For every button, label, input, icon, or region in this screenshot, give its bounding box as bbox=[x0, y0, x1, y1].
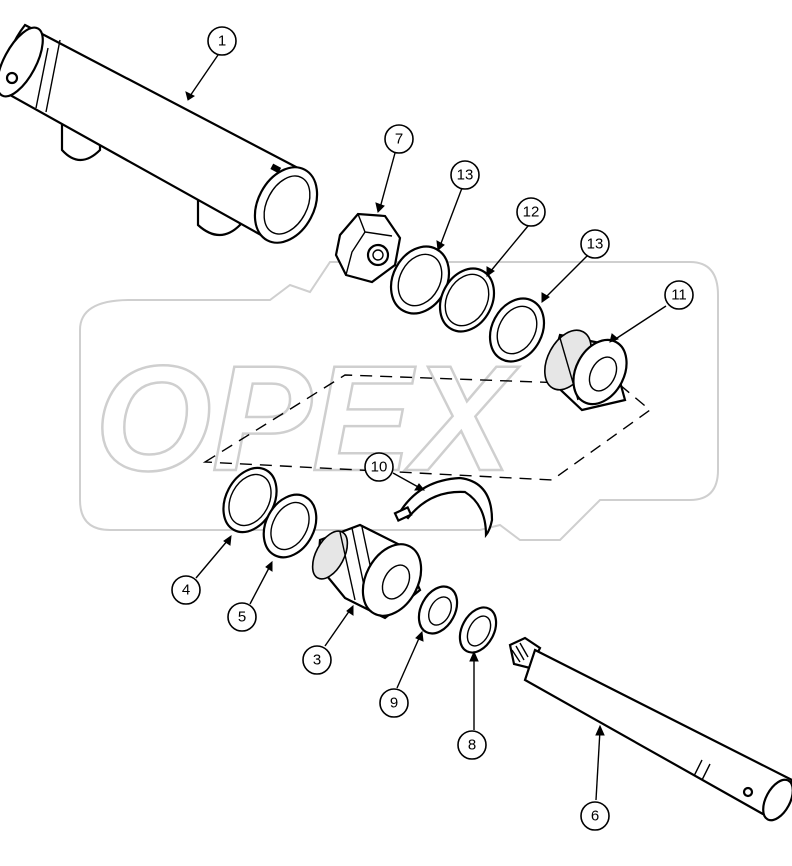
callout-1: 1 bbox=[207, 26, 237, 56]
svg-text:9: 9 bbox=[390, 695, 398, 712]
svg-text:4: 4 bbox=[182, 582, 190, 599]
callout-7: 7 bbox=[384, 124, 414, 154]
callout-13-upper: 13 bbox=[450, 160, 480, 190]
svg-text:3: 3 bbox=[313, 652, 321, 669]
piston-rod-part-6 bbox=[508, 636, 792, 822]
callout-6: 6 bbox=[580, 801, 610, 831]
svg-text:7: 7 bbox=[395, 131, 403, 148]
callout-3: 3 bbox=[302, 645, 332, 675]
backup-ring-part-5 bbox=[262, 493, 318, 559]
svg-text:13: 13 bbox=[457, 167, 474, 184]
piston-part-11 bbox=[544, 329, 628, 412]
callout-13-lower: 13 bbox=[580, 229, 610, 259]
watermark-text: OPEX bbox=[95, 334, 520, 502]
hex-nut-part-7 bbox=[334, 212, 402, 284]
callout-8: 8 bbox=[457, 730, 487, 760]
svg-text:8: 8 bbox=[468, 737, 476, 754]
svg-text:10: 10 bbox=[371, 459, 388, 476]
leader-lines bbox=[185, 54, 667, 801]
svg-text:13: 13 bbox=[587, 236, 604, 253]
callout-12: 12 bbox=[516, 197, 546, 227]
rod-gland-part-3 bbox=[311, 523, 423, 620]
backup-ring-part-13-lower bbox=[488, 297, 546, 363]
bushing-part-9 bbox=[417, 585, 459, 635]
callout-10: 10 bbox=[364, 452, 394, 482]
svg-text:6: 6 bbox=[591, 808, 599, 825]
svg-text:11: 11 bbox=[671, 287, 687, 304]
callout-5: 5 bbox=[227, 602, 257, 632]
callout-4: 4 bbox=[171, 575, 201, 605]
oring-part-12 bbox=[438, 267, 496, 333]
wiper-seal-part-8 bbox=[458, 606, 498, 654]
callout-9: 9 bbox=[379, 688, 409, 718]
callout-11: 11 bbox=[664, 280, 694, 310]
svg-text:12: 12 bbox=[523, 204, 540, 221]
watermark-frame bbox=[79, 261, 719, 541]
cylinder-barrel-part-1 bbox=[0, 23, 319, 244]
wire-retaining-ring-part-10 bbox=[393, 476, 494, 539]
svg-text:1: 1 bbox=[218, 33, 226, 50]
svg-text:5: 5 bbox=[238, 609, 246, 626]
